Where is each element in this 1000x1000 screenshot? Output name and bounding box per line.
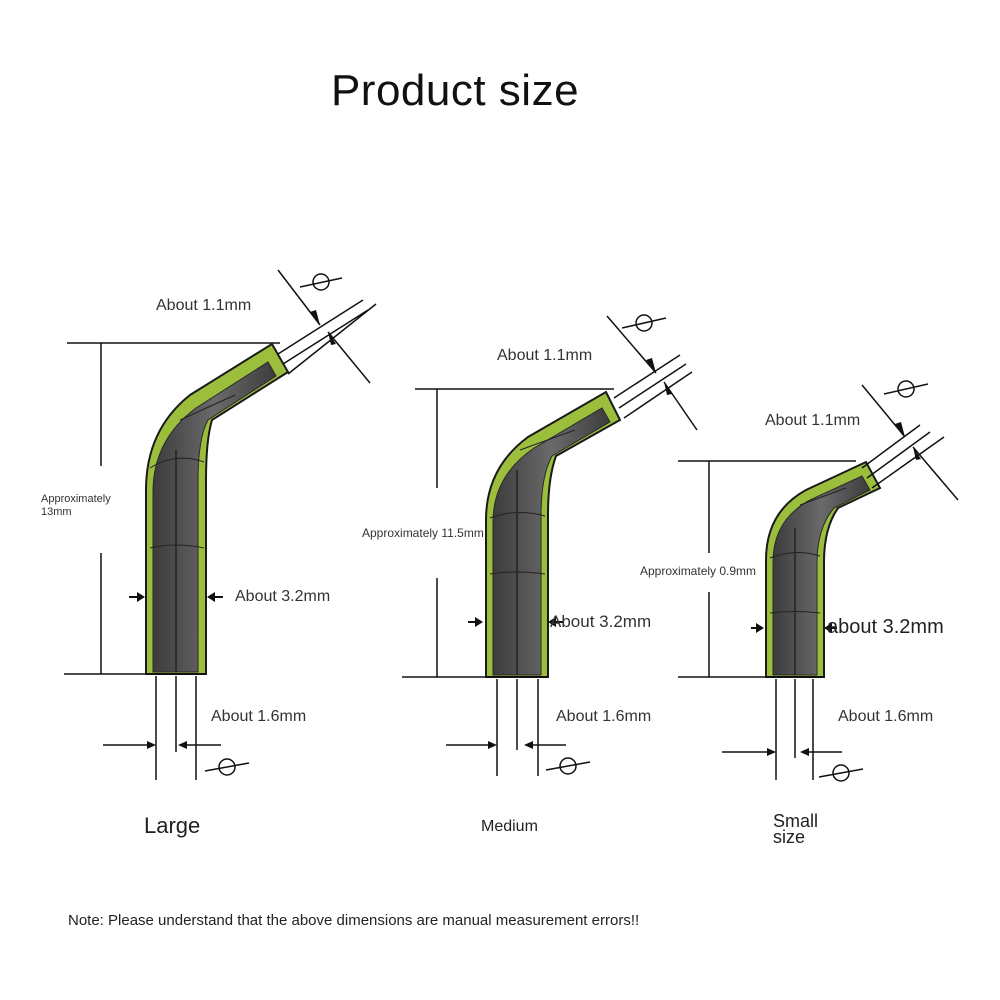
large-height-label-line2: 13mm	[41, 506, 72, 518]
large-bore-diameter-label: About 1.6mm	[211, 708, 307, 725]
medium-tip-diagram	[402, 314, 698, 776]
large-tip-diagram	[64, 269, 377, 780]
medium-height-label: Approximately 11.5mm	[362, 526, 484, 540]
small-caption: Small size	[773, 811, 819, 847]
page-title: Product size	[330, 66, 580, 115]
medium-body-diameter-label: About 3.2mm	[550, 612, 652, 631]
small-bore-diameter-label: About 1.6mm	[838, 708, 934, 725]
small-tip-diameter-label: About 1.1mm	[765, 412, 861, 429]
small-body-diameter-label: about 3.2mm	[827, 616, 944, 638]
medium-tip-diameter-label: About 1.1mm	[497, 347, 593, 364]
medium-caption: Medium	[481, 818, 538, 835]
large-height-label-line1: Approximately	[41, 493, 111, 505]
small-tip-diagram	[678, 380, 959, 782]
medium-bore-diameter-label: About 1.6mm	[556, 708, 652, 725]
small-caption-line1: Small	[773, 811, 819, 831]
large-caption: Large	[144, 813, 201, 838]
large-height-label: Approximately 13mm	[41, 493, 111, 519]
large-body-diameter-label: About 3.2mm	[235, 588, 331, 605]
measurement-note: Note: Please understand that the above d…	[68, 912, 640, 929]
small-caption-line2: size	[773, 827, 806, 847]
small-height-label: Approximately 0.9mm	[640, 564, 757, 578]
large-tip-diameter-label: About 1.1mm	[156, 297, 252, 314]
